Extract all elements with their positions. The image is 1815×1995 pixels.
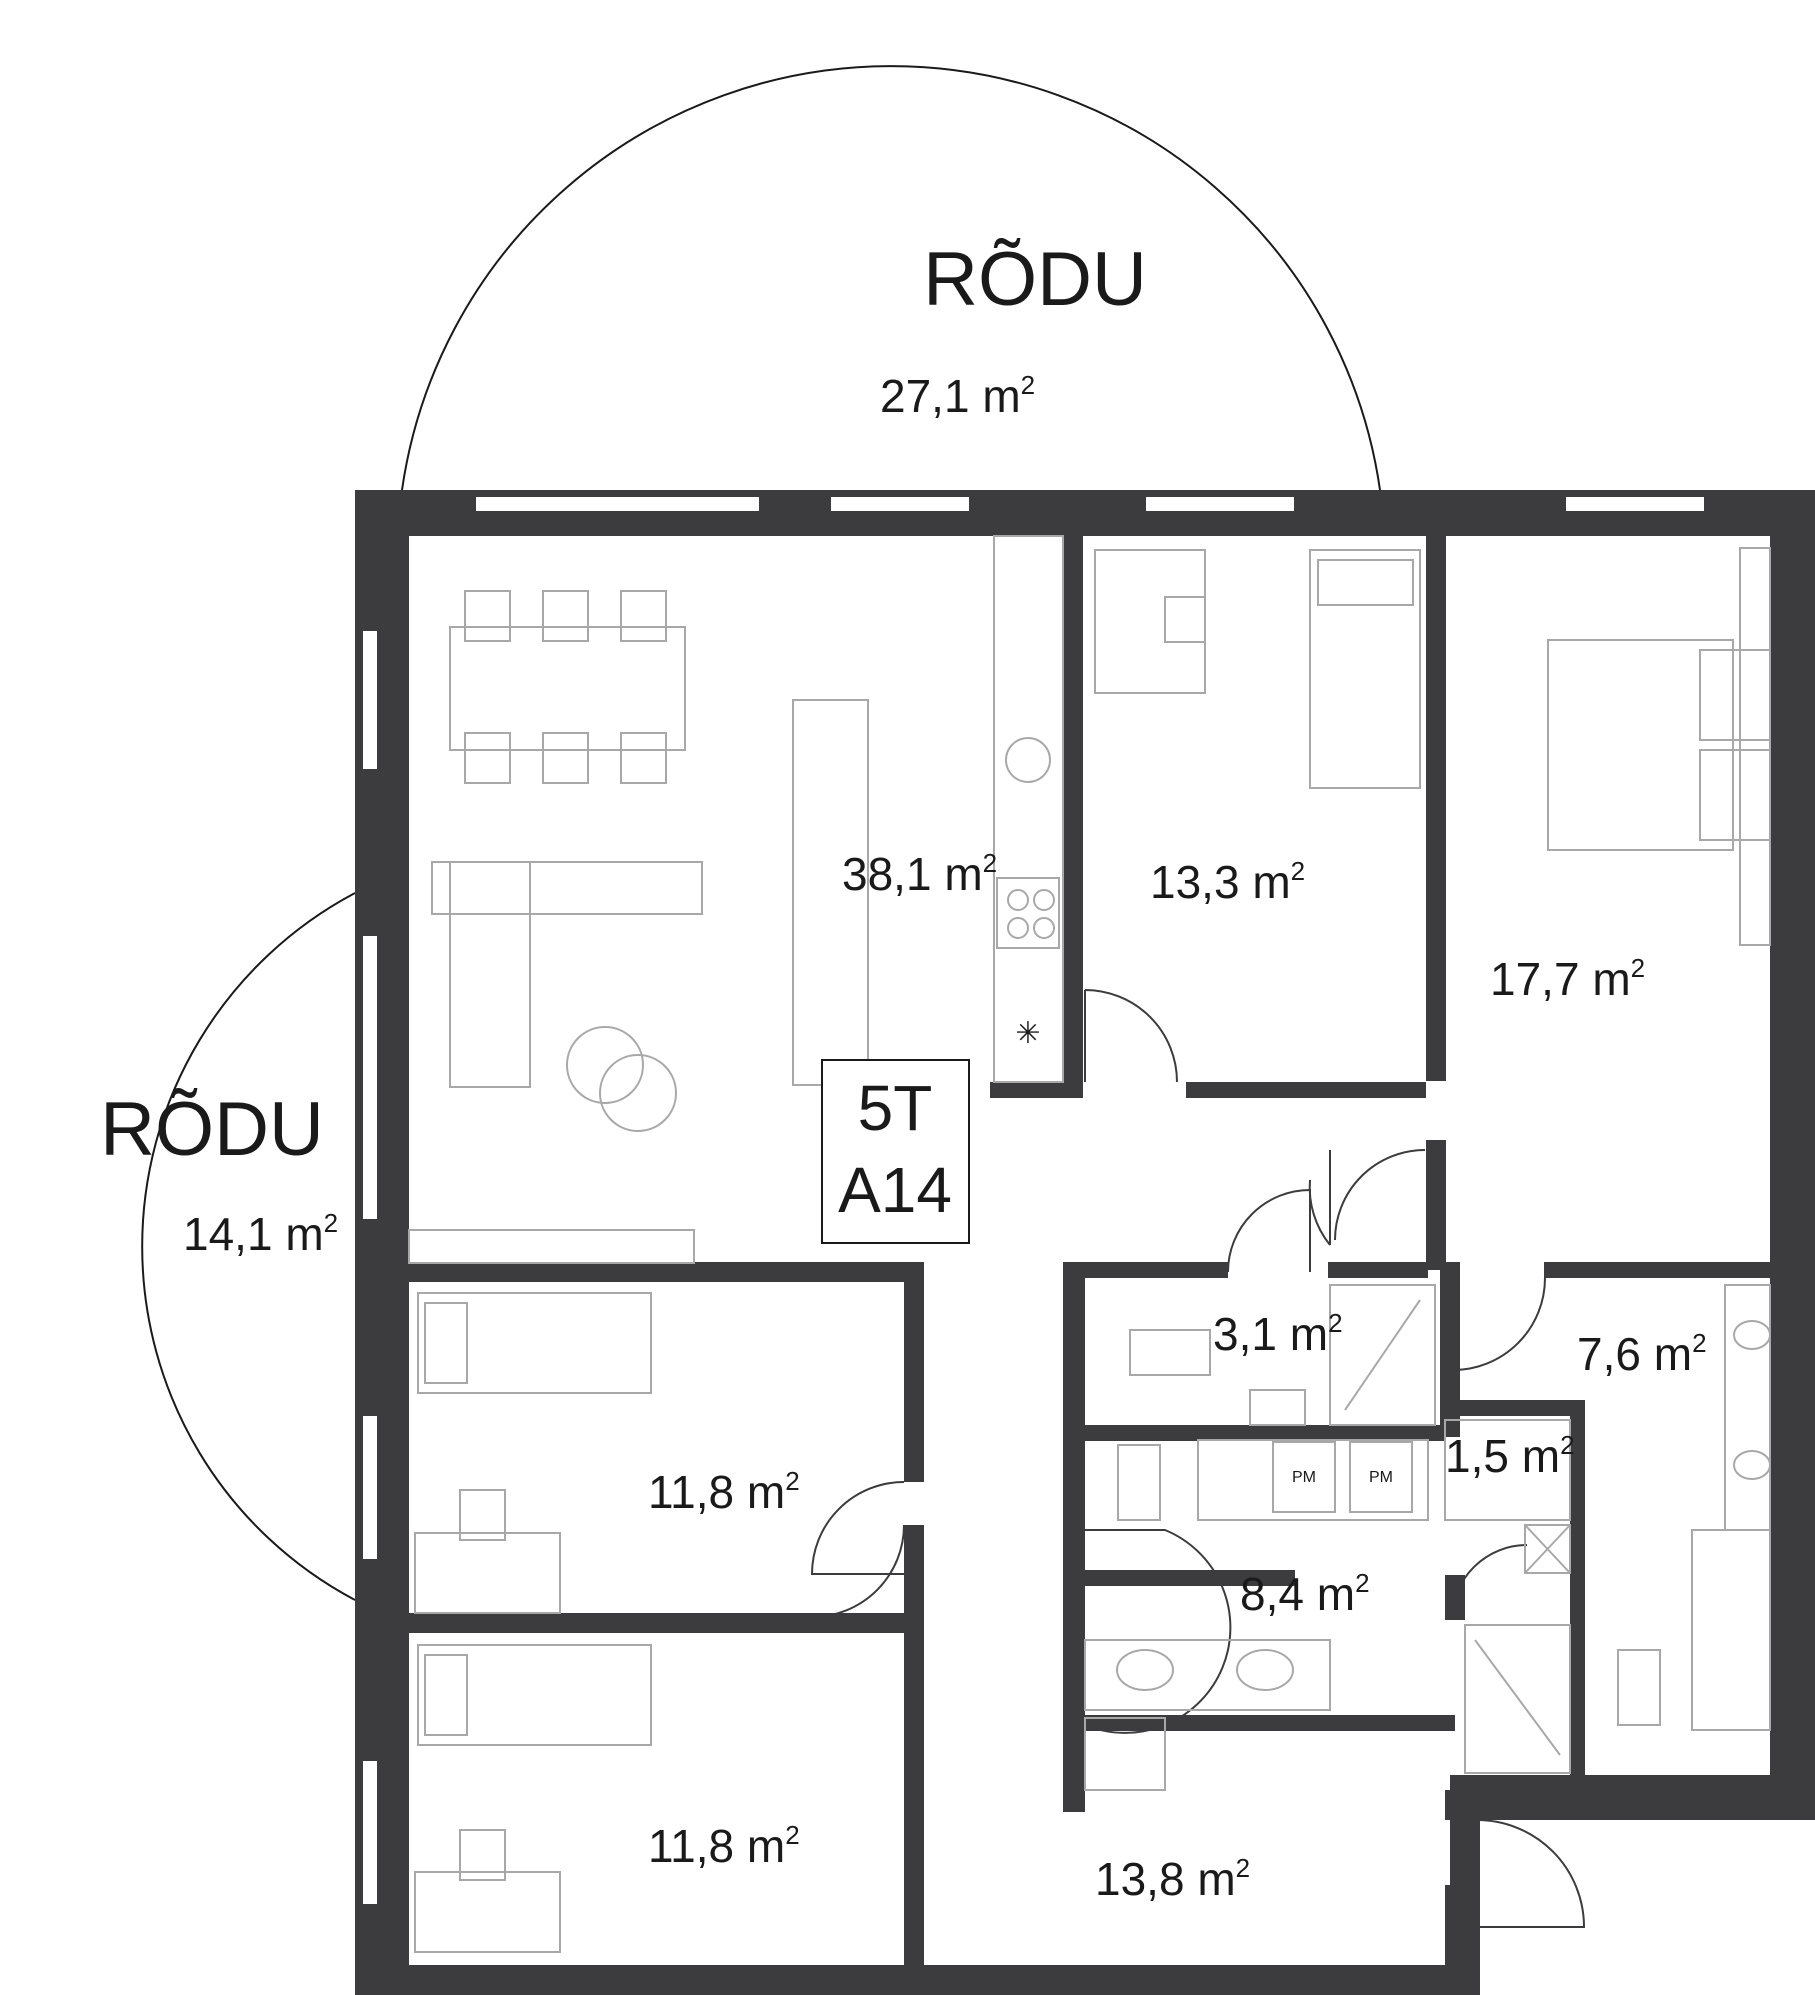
wardrobe-master: [1739, 547, 1771, 946]
washing-machine-label-2: PM: [1369, 1469, 1393, 1486]
desk-top-middle: [1094, 549, 1206, 694]
desk-left-upper: [414, 1489, 561, 1614]
bed-master: [1547, 639, 1771, 851]
balcony-top-outline: [401, 65, 1381, 491]
kitchen-counter: ✳: [993, 535, 1064, 1083]
apartment-code-box: [821, 1059, 970, 1244]
laundry-area: PM PM: [1197, 1439, 1429, 1521]
room-area-hall: 13,8 m2: [1095, 1853, 1250, 1905]
windows: [361, 495, 1706, 1906]
balcony-left-name: RÕDU: [100, 1087, 324, 1172]
toilet-center: [1117, 1444, 1161, 1521]
storage-fixtures: [1444, 1419, 1571, 1574]
tv-stand: [408, 1229, 695, 1264]
room-area-living-kitchen: 38,1 m2: [842, 848, 997, 900]
room-area-bedroom-master: 17,7 m2: [1490, 953, 1645, 1005]
sofa: [431, 861, 703, 1088]
shower-center: [1464, 1624, 1571, 1774]
svg-text:✳: ✳: [1015, 1017, 1040, 1050]
room-area-storage: 1,5 m2: [1445, 1430, 1575, 1482]
coffee-tables: [566, 1026, 677, 1132]
balcony-left-area: 14,1 m2: [183, 1208, 338, 1260]
balcony-top-area: 27,1 m2: [880, 370, 1035, 422]
apartment-code: A14: [838, 1154, 952, 1226]
room-area-wc: 3,1 m2: [1213, 1308, 1343, 1360]
door-swings: [810, 989, 1586, 1928]
washing-machine-label-1: PM: [1292, 1469, 1316, 1486]
double-sink-center: [1084, 1639, 1331, 1711]
balcony-top-name: RÕDU: [923, 237, 1147, 322]
bathroom-right-fixtures: [1617, 1284, 1771, 1731]
dining-table: [449, 590, 686, 784]
room-area-bedroom-left-upper: 11,8 m2: [648, 1466, 800, 1518]
room-area-bathroom-center: 8,4 m2: [1240, 1568, 1370, 1620]
bed-left-lower: [417, 1644, 652, 1746]
bed-left-upper: [417, 1292, 652, 1394]
desk-left-lower: [414, 1829, 561, 1953]
bed-top-middle: [1309, 549, 1421, 789]
room-area-bedroom-left-lower: 11,8 m2: [648, 1820, 800, 1872]
interior-walls: [409, 536, 1770, 1965]
room-area-bathroom-right: 7,6 m2: [1577, 1328, 1707, 1380]
room-area-bedroom-top-middle: 13,3 m2: [1150, 856, 1305, 908]
apartment-type: 5T: [858, 1072, 933, 1144]
balcony-left-outline: [141, 892, 356, 1601]
wc-fixtures: [1129, 1284, 1436, 1426]
hall-cabinet: [1084, 1717, 1166, 1791]
